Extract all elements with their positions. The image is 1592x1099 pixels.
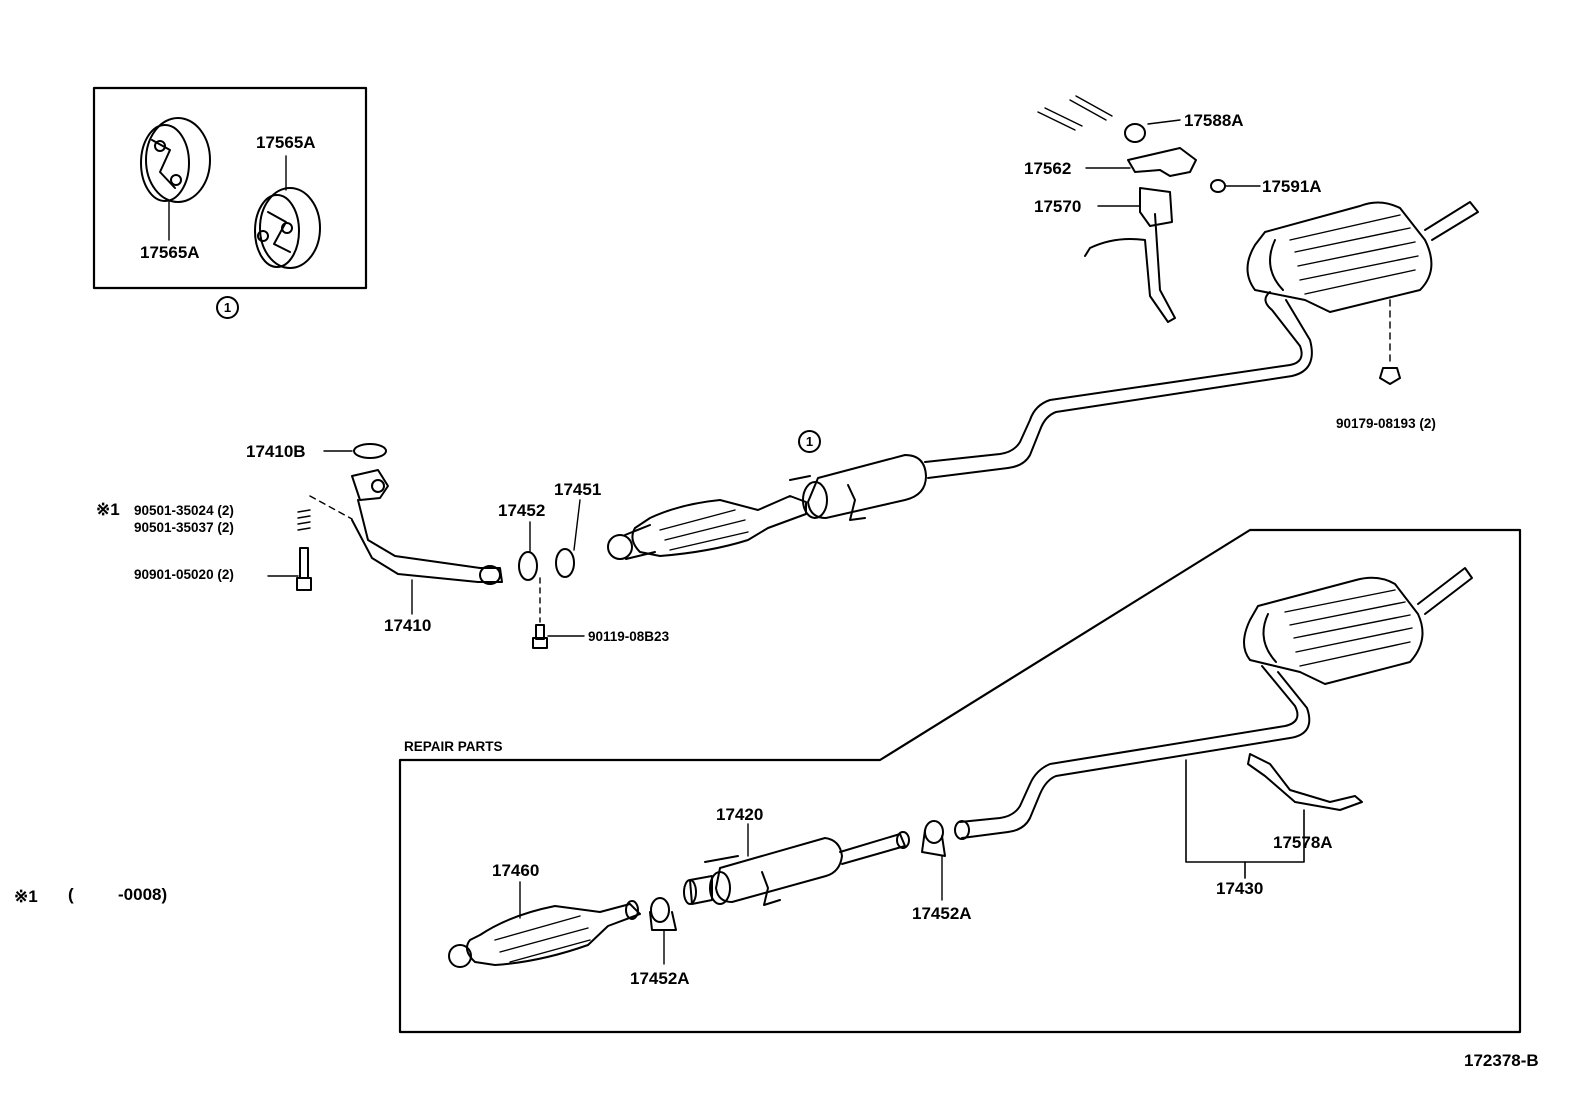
callout-17420: 17420 bbox=[716, 805, 764, 824]
callout-90501-35037: 90501-35037 (2) bbox=[134, 520, 234, 535]
gasket-17410B bbox=[353, 443, 387, 459]
callout-90501-35024: 90501-35024 (2) bbox=[134, 503, 234, 518]
callout-17430: 17430 bbox=[1216, 879, 1264, 898]
callout-17451: 17451 bbox=[554, 480, 602, 499]
hanger-rubber-left bbox=[140, 117, 211, 203]
footnote-open-paren: ( bbox=[68, 885, 74, 904]
clamp-17452A-left bbox=[649, 897, 677, 931]
resonator-17420 bbox=[683, 831, 910, 906]
repair-parts-box bbox=[398, 528, 1522, 1034]
footnote-symbol: ※1 bbox=[14, 887, 38, 906]
star1-marker: ※1 bbox=[96, 500, 120, 519]
ring-17451 bbox=[555, 548, 575, 578]
catalyst-17460 bbox=[448, 900, 641, 968]
group-marker-inset: 1 bbox=[216, 296, 239, 319]
callout-17452A-left: 17452A bbox=[630, 969, 690, 988]
callout-17460: 17460 bbox=[492, 861, 540, 880]
repair-tailpipe bbox=[954, 665, 1311, 840]
hanger-rubber-right bbox=[254, 187, 321, 269]
bolt-90119 bbox=[532, 577, 548, 649]
main-muffler bbox=[1246, 201, 1479, 313]
callout-17570: 17570 bbox=[1034, 197, 1082, 216]
diagram-id: 172378-B bbox=[1464, 1051, 1539, 1070]
main-pipe bbox=[924, 291, 1313, 479]
callout-17452A-right: 17452A bbox=[912, 904, 972, 923]
front-pipe bbox=[351, 469, 503, 585]
repair-parts-label: REPAIR PARTS bbox=[404, 739, 503, 754]
footnote-range: -0008) bbox=[118, 885, 168, 904]
gasket-17452 bbox=[518, 551, 538, 581]
bracket-assembly bbox=[1037, 95, 1226, 323]
callout-90179: 90179-08193 (2) bbox=[1336, 416, 1436, 431]
main-resonator bbox=[789, 454, 927, 521]
callout-17410B: 17410B bbox=[246, 442, 306, 461]
main-catalyst bbox=[607, 495, 807, 560]
clamp-17452A-right bbox=[921, 820, 946, 857]
nut-90179 bbox=[1379, 367, 1401, 385]
callout-17588A: 17588A bbox=[1184, 111, 1244, 130]
callout-17565A-bottom: 17565A bbox=[140, 243, 200, 262]
spring-bolts bbox=[296, 495, 353, 591]
callout-90901: 90901-05020 (2) bbox=[134, 567, 234, 582]
callout-17578A: 17578A bbox=[1273, 833, 1333, 852]
callout-17562: 17562 bbox=[1024, 159, 1072, 178]
callout-90119: 90119-08B23 bbox=[588, 629, 670, 644]
callout-17565A-top: 17565A bbox=[256, 133, 316, 152]
group-marker-main: 1 bbox=[798, 430, 821, 453]
repair-muffler bbox=[1243, 567, 1473, 685]
hanger-17578A bbox=[1247, 753, 1363, 811]
hanger-inset-box bbox=[92, 86, 368, 290]
callout-17591A: 17591A bbox=[1262, 177, 1322, 196]
callout-17410: 17410 bbox=[384, 616, 432, 635]
callout-17452: 17452 bbox=[498, 501, 546, 520]
